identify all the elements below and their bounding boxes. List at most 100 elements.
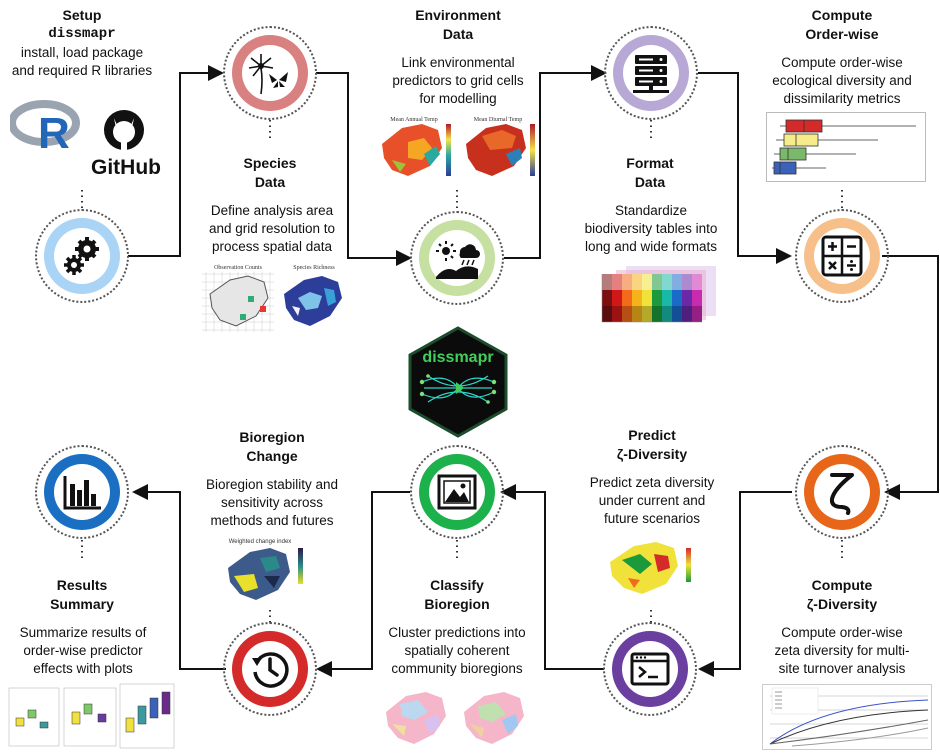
classify-description: Cluster predictions into spatially coher… — [380, 624, 534, 678]
mean-annual-temp-map: Mean Annual Temp — [378, 114, 460, 182]
species-node[interactable] — [223, 26, 317, 120]
map-label: Weighted change index — [229, 539, 292, 545]
change-node[interactable] — [223, 622, 317, 716]
title-line: Classify — [430, 577, 484, 593]
desc-line: community bioregions — [391, 661, 523, 676]
desc-line: for modelling — [419, 91, 497, 106]
desc-line: dissimilarity metrics — [783, 91, 901, 106]
title-line-package: dissmapr — [48, 26, 116, 42]
results-node[interactable] — [35, 445, 129, 539]
classify-node[interactable] — [410, 445, 504, 539]
zeta-title: Compute ζ-Diversity — [784, 576, 900, 614]
desc-line: zeta diversity for multi- — [774, 643, 910, 658]
order-node[interactable] — [795, 209, 889, 303]
hex-wordmark: dissmapr — [422, 349, 493, 366]
desc-line: predictors to grid cells — [392, 73, 524, 88]
github-wordmark: GitHub — [91, 156, 161, 179]
desc-line: ecological diversity and — [772, 73, 912, 88]
dandelion-butterfly-icon — [248, 54, 288, 95]
r-letter: R — [38, 109, 70, 156]
order-description: Compute order-wise ecological diversity … — [754, 54, 930, 108]
desc-line: site turnover analysis — [778, 661, 906, 676]
desc-line: spatially coherent — [404, 643, 510, 658]
map-label: Species Richness — [293, 265, 335, 271]
desc-line: and grid resolution to — [208, 221, 336, 236]
format-description: Standardize biodiversity tables into lon… — [572, 202, 730, 256]
predict-node[interactable] — [603, 622, 697, 716]
predicted-zeta-map — [604, 534, 704, 600]
zeta-icon — [829, 473, 854, 515]
change-description: Bioregion stability and sensitivity acro… — [192, 476, 352, 530]
zeta-node[interactable] — [795, 445, 889, 539]
dissmapr-hex-logo: dissmapr — [406, 326, 510, 438]
species-description: Define analysis area and grid resolution… — [196, 202, 348, 256]
desc-line: Standardize — [614, 203, 688, 218]
format-title: Format Data — [600, 154, 700, 192]
title-line: Compute — [811, 577, 873, 593]
change-title: Bioregion Change — [218, 428, 326, 466]
github-logo: GitHub — [88, 104, 164, 180]
mean-diurnal-temp-map: Mean Diurnal Temp — [462, 114, 544, 182]
desc-line: under current and — [598, 493, 706, 508]
title-line: Summary — [50, 596, 114, 612]
setup-description: install, load package and required R lib… — [2, 44, 162, 80]
gears-icon — [64, 237, 99, 275]
species-title: Species Data — [212, 154, 328, 192]
zeta-decline-plot — [762, 684, 932, 750]
title-line: ζ-Diversity — [616, 446, 688, 462]
desc-line: future scenarios — [603, 511, 701, 526]
format-heatmap-table — [566, 264, 726, 334]
order-wise-boxplot — [766, 112, 926, 182]
classify-title: Classify Bioregion — [404, 576, 510, 614]
environment-node[interactable] — [410, 211, 504, 305]
title-line: Data — [442, 26, 474, 42]
title-line: Data — [634, 174, 666, 190]
setup-node[interactable] — [35, 209, 129, 303]
title-line: Results — [56, 577, 108, 593]
species-richness-map: Species Richness — [278, 262, 350, 334]
desc-line: sensitivity across — [220, 495, 324, 510]
desc-line: install, load package — [20, 45, 144, 60]
format-node[interactable] — [604, 26, 698, 120]
environment-title: Environment Data — [396, 6, 520, 44]
picture-frame-icon — [437, 474, 477, 510]
results-description: Summarize results of order-wise predicto… — [6, 624, 160, 678]
weighted-change-map: Weighted change index — [224, 536, 324, 606]
map-label: Observation Counts — [214, 265, 262, 271]
desc-line: Summarize results of — [19, 625, 147, 640]
order-title: Compute Order-wise — [784, 6, 900, 44]
title-line: Bioregion — [424, 596, 490, 612]
desc-line: effects with plots — [33, 661, 133, 676]
desc-line: Define analysis area — [210, 203, 334, 218]
results-title: Results Summary — [30, 576, 134, 614]
title-line: Species — [243, 155, 297, 171]
r-logo: R — [8, 96, 82, 158]
desc-line: Predict zeta diversity — [589, 475, 715, 490]
observation-counts-map: Observation Counts — [200, 262, 276, 334]
map-label: Mean Annual Temp — [390, 117, 437, 123]
predict-description: Predict zeta diversity under current and… — [576, 474, 728, 528]
calculator-operators-icon — [821, 235, 863, 277]
title-line: Data — [254, 174, 286, 190]
predict-title: Predict ζ-Diversity — [596, 426, 708, 464]
bar-chart-icon — [63, 476, 101, 510]
environment-description: Link environmental predictors to grid ce… — [380, 54, 536, 108]
desc-line: methods and futures — [210, 513, 334, 528]
desc-line: Compute order-wise — [781, 625, 903, 640]
desc-line: and required R libraries — [11, 63, 153, 78]
title-line: Order-wise — [805, 26, 879, 42]
desc-line: Compute order-wise — [781, 55, 903, 70]
title-line: ζ-Diversity — [806, 596, 878, 612]
server-database-icon — [633, 55, 669, 93]
desc-line: Bioregion stability and — [205, 477, 339, 492]
desc-line: Cluster predictions into — [388, 625, 526, 640]
title-line: Predict — [628, 427, 676, 443]
title-line: Compute — [811, 7, 873, 23]
title-line: Change — [246, 448, 298, 464]
desc-line: long and wide formats — [584, 239, 718, 254]
title-line: Format — [626, 155, 674, 171]
desc-line: process spatial data — [211, 239, 333, 254]
predictor-effects-boxplots — [8, 682, 176, 750]
landscape-sun-cloud-icon — [436, 241, 480, 279]
